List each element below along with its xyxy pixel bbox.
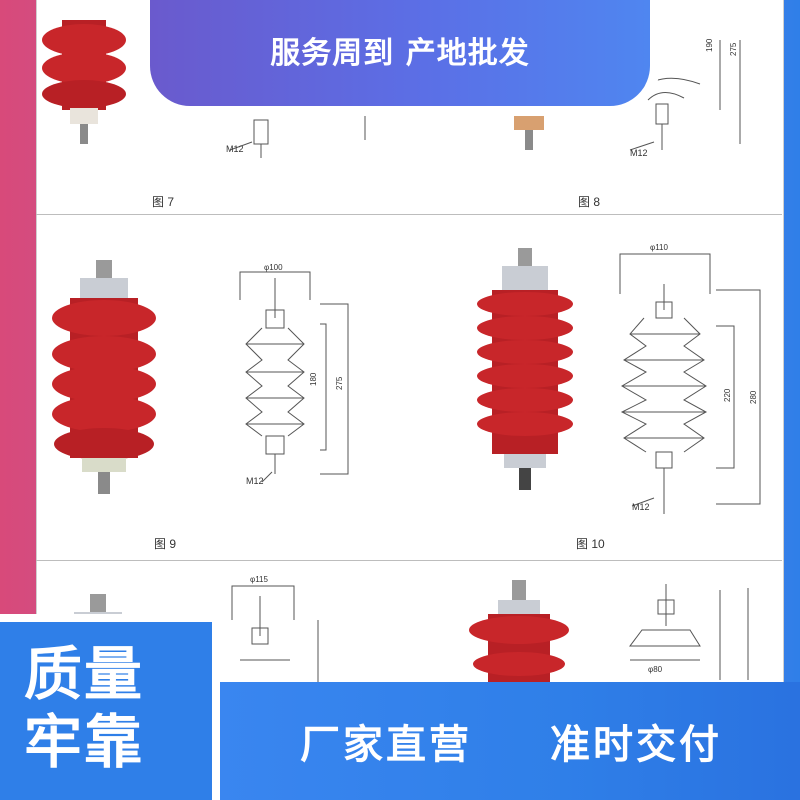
drawing-fig9 — [239, 271, 349, 483]
dim-label-fig8-b: 275 — [729, 42, 738, 56]
figure-label-fig10: 图 10 — [576, 537, 605, 551]
drawing-fig12 — [629, 584, 749, 680]
arrester-photo-fig12 — [469, 580, 569, 690]
bolt-label-fig10: M12 — [632, 502, 650, 512]
arrester-photo-fig8 — [514, 116, 544, 150]
dim-label-fig9-top: φ100 — [264, 263, 283, 272]
drawing-fig7 — [229, 100, 366, 158]
row-divider — [36, 214, 782, 215]
bolt-label-fig9: M12 — [246, 476, 264, 486]
figure-label-fig8: 图 8 — [578, 195, 600, 209]
bottom-promo-bar — [210, 682, 800, 800]
quality-line-2: 牢靠 — [24, 708, 145, 776]
arrester-photo-fig7 — [42, 20, 126, 144]
row2-graphics: φ100 M12 180 275 图 9 φ110 M12 220 280 图 … — [52, 243, 761, 551]
row-divider — [36, 560, 782, 561]
dim-label-fig8-a: 190 — [705, 38, 714, 52]
bolt-label-fig7: M12 — [226, 144, 244, 154]
slogan-factory-direct: 厂家直营 — [300, 722, 472, 768]
quality-line-1: 质量 — [24, 640, 145, 708]
quality-text: 质量 牢靠 — [24, 640, 194, 776]
slogan-on-time-delivery: 准时交付 — [550, 722, 722, 768]
dim-label-fig11-top: φ115 — [250, 575, 268, 584]
drawing-fig10 — [619, 253, 761, 514]
dim-label-fig10-a: 220 — [723, 388, 732, 402]
dim-label-fig10-b: 280 — [749, 390, 758, 404]
arrester-photo-fig10 — [477, 248, 573, 490]
dim-label-fig12-bottom: φ80 — [648, 665, 663, 674]
dim-label-fig9-a: 180 — [309, 372, 318, 386]
bolt-label-fig8: M12 — [630, 148, 648, 158]
figure-label-fig7: 图 7 — [152, 195, 174, 209]
dim-label-fig9-b: 275 — [335, 376, 344, 390]
figure-label-fig9: 图 9 — [154, 537, 176, 551]
arrester-photo-fig9 — [52, 260, 156, 494]
dim-label-fig10-top: φ110 — [650, 243, 668, 252]
top-promo-banner: 服务周到 产地批发 — [150, 0, 650, 106]
quality-badge — [0, 622, 212, 800]
top-banner-text: 服务周到 产地批发 — [270, 36, 530, 71]
drawing-fig11 — [231, 585, 319, 690]
row3-graphics: φ115 φ80 — [74, 575, 749, 690]
